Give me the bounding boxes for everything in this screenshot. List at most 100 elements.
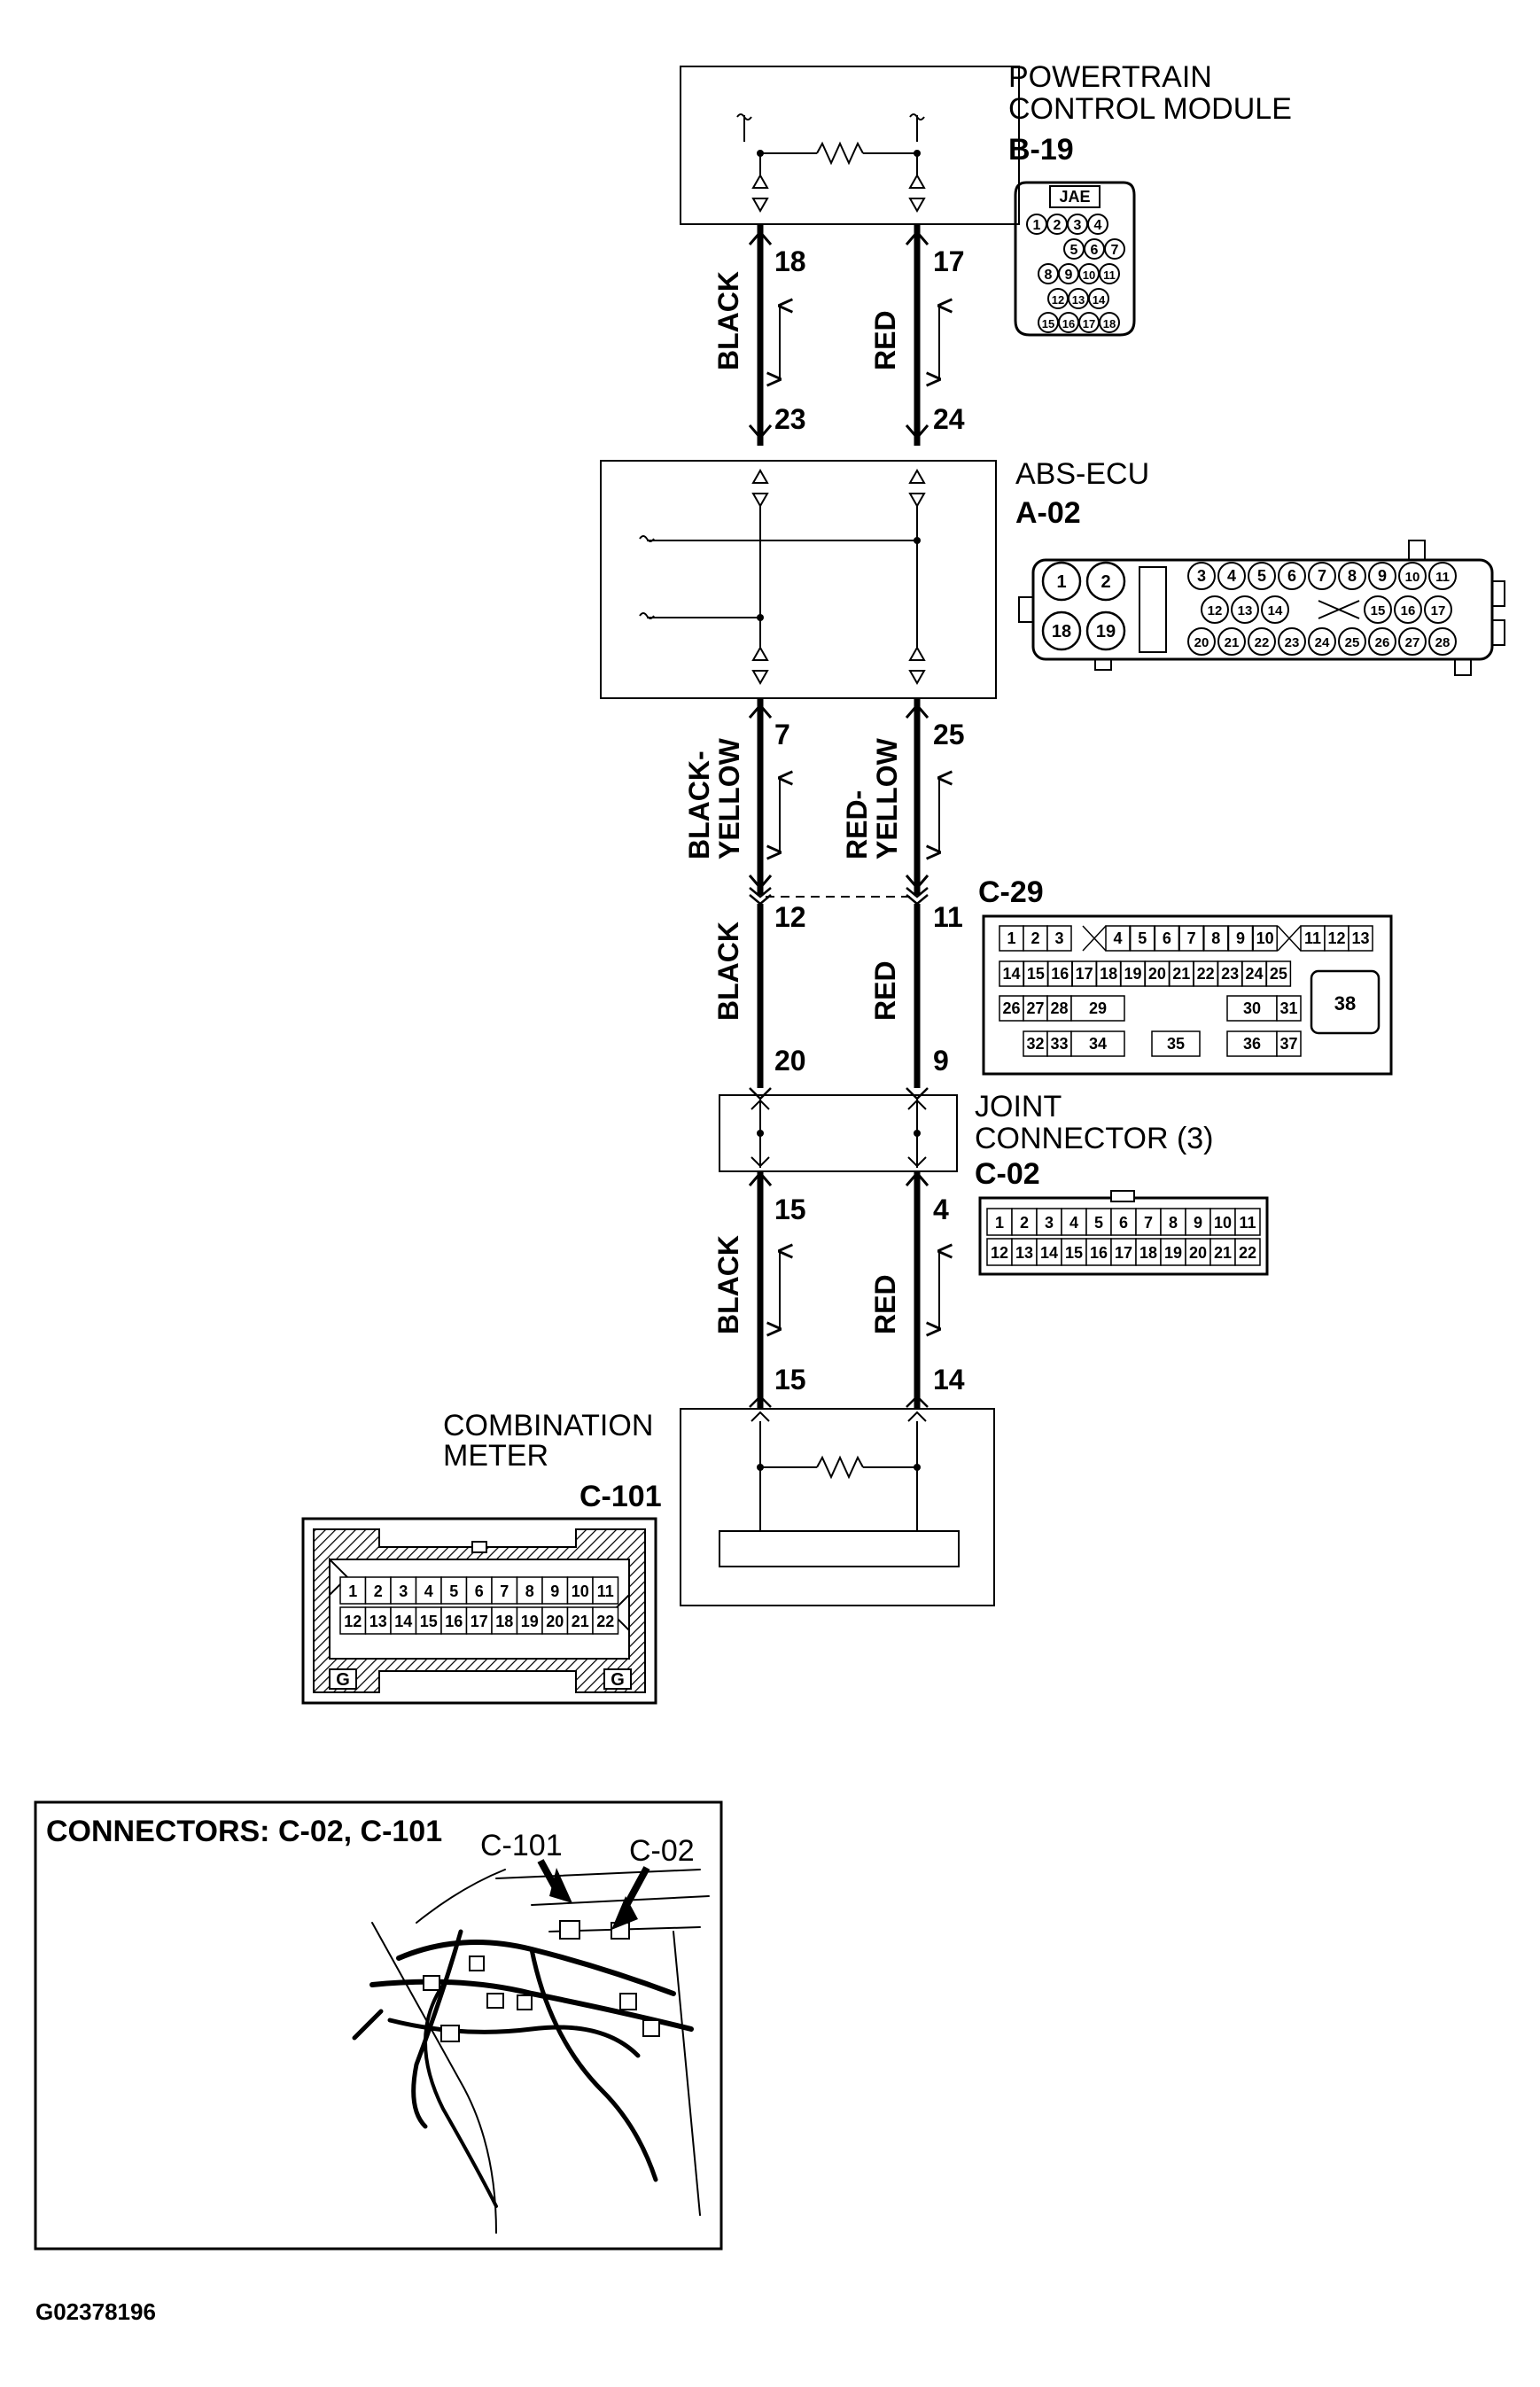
abs-pin	[1428, 627, 1457, 656]
c101-pin-label: 16	[445, 1613, 463, 1630]
c02-pin-label: 11	[1239, 1214, 1256, 1232]
c02-pin	[1036, 1208, 1062, 1236]
c29-pin-label: 21	[1172, 965, 1190, 983]
c02-pin-label: 10	[1214, 1214, 1232, 1232]
abs-pin-label: 16	[1401, 603, 1416, 618]
c02-pin	[1160, 1208, 1186, 1236]
c101-pin-label: 1	[348, 1582, 357, 1600]
pin-joint-9: 9	[933, 1045, 949, 1077]
c29-pin-label: 10	[1256, 929, 1274, 947]
inset-title: CONNECTORS: C-02, C-101	[46, 1815, 442, 1848]
c29-pin-label: 12	[1327, 929, 1345, 947]
c29-pin-label: 4	[1113, 929, 1122, 947]
pcm-pin-label: 12	[1052, 293, 1064, 307]
c02-pin-label: 2	[1020, 1214, 1029, 1232]
pin-c29-12: 12	[774, 901, 806, 933]
pcm-pin-label: 5	[1070, 243, 1078, 258]
c29-connector-code: C-29	[978, 875, 1044, 909]
abs-pin	[1308, 627, 1336, 656]
wire-color-seg2-left-b: YELLOW	[713, 737, 745, 859]
c101-pin-label: 9	[550, 1582, 559, 1600]
abs-pin-label: 6	[1287, 567, 1296, 585]
c29-pin-label: 18	[1100, 965, 1117, 983]
joint-connector-label-line2: CONNECTOR (3)	[975, 1122, 1214, 1155]
c02-pin-label: 16	[1090, 1244, 1108, 1262]
c02-connector-face	[978, 1190, 1269, 1276]
c02-pin	[1061, 1208, 1087, 1236]
c29-pin-label: 23	[1221, 965, 1239, 983]
c29-pin-label: 8	[1211, 929, 1220, 947]
c29-pin-label: 34	[1089, 1035, 1107, 1053]
pin-abs-24: 24	[933, 403, 965, 435]
c101-pin	[516, 1606, 543, 1635]
abs-pin	[1231, 595, 1259, 624]
c29-pin-label: 25	[1270, 965, 1287, 983]
c101-pin-label: 11	[597, 1582, 614, 1600]
pcm-pin-label: 10	[1083, 268, 1095, 282]
abs-pin-label: 8	[1348, 567, 1357, 585]
c29-pin	[1203, 925, 1229, 952]
abs-pin-label: 5	[1257, 567, 1266, 585]
abs-pin	[1308, 562, 1336, 590]
c02-pin	[1209, 1208, 1236, 1236]
abs-pin-label: 25	[1345, 635, 1360, 650]
c29-pin	[1226, 1030, 1278, 1057]
c29-pin-label: 36	[1243, 1035, 1261, 1053]
c101-pin-label: 13	[369, 1613, 387, 1630]
abs-pin	[1248, 627, 1276, 656]
c29-pin-label: 1	[1007, 929, 1015, 947]
c02-pin	[1110, 1208, 1137, 1236]
c29-pin-label: 27	[1026, 999, 1044, 1017]
c29-pin	[1151, 1030, 1201, 1057]
c101-pin	[516, 1576, 543, 1605]
c02-pin	[986, 1238, 1013, 1266]
combination-meter-block	[680, 1408, 995, 1606]
inset-callout-c101: C-101	[480, 1829, 563, 1862]
c29-pin	[1120, 960, 1146, 987]
abs-pin-label: 19	[1096, 622, 1116, 641]
pcm-pin	[1087, 214, 1108, 235]
abs-pin-large	[1085, 610, 1126, 651]
abs-pin-label: 14	[1268, 603, 1283, 618]
pin-pcm-17: 17	[933, 245, 965, 277]
abs-pin-label: 21	[1225, 635, 1240, 650]
abs-pin-label: 22	[1255, 635, 1270, 650]
c101-pin	[339, 1606, 367, 1635]
abs-pin-label: 15	[1371, 603, 1386, 618]
abs-pin-label: 2	[1101, 572, 1110, 592]
abs-pin	[1398, 562, 1427, 590]
abs-pin-label: 23	[1285, 635, 1300, 650]
c101-pin	[440, 1576, 468, 1605]
c29-pin	[1071, 960, 1097, 987]
abs-pin	[1187, 627, 1216, 656]
c29-pin	[1241, 960, 1267, 987]
pcm-pin	[1099, 263, 1120, 284]
abs-pin-label: 9	[1378, 567, 1387, 585]
pcm-connector-face	[1014, 181, 1136, 337]
c02-pin-label: 22	[1239, 1244, 1256, 1262]
pcm-pin-label: 4	[1094, 218, 1102, 233]
abs-pin-large	[1085, 561, 1126, 602]
c02-pin	[1185, 1208, 1211, 1236]
c101-pin-label: 22	[596, 1613, 614, 1630]
abs-pin	[1338, 562, 1366, 590]
abs-pin-label: 10	[1405, 570, 1420, 585]
pcm-label-line1: POWERTRAIN	[1008, 60, 1212, 94]
c101-pin	[364, 1606, 392, 1635]
c02-pin-label: 4	[1069, 1214, 1078, 1232]
c29-pin	[1276, 995, 1302, 1022]
c02-pin	[1234, 1208, 1261, 1236]
c29-pin-label: 11	[1304, 929, 1321, 947]
abs-pin	[1187, 562, 1216, 590]
abs-pin	[1217, 627, 1246, 656]
c29-pin-label: 3	[1054, 929, 1063, 947]
c29-pin	[999, 925, 1024, 952]
c29-pin-label: 14	[1002, 965, 1020, 983]
abs-pin	[1201, 595, 1229, 624]
abs-pin-label: 11	[1435, 570, 1450, 585]
c29-pin-label: 17	[1076, 965, 1093, 983]
c101-pin-label: 7	[500, 1582, 509, 1600]
